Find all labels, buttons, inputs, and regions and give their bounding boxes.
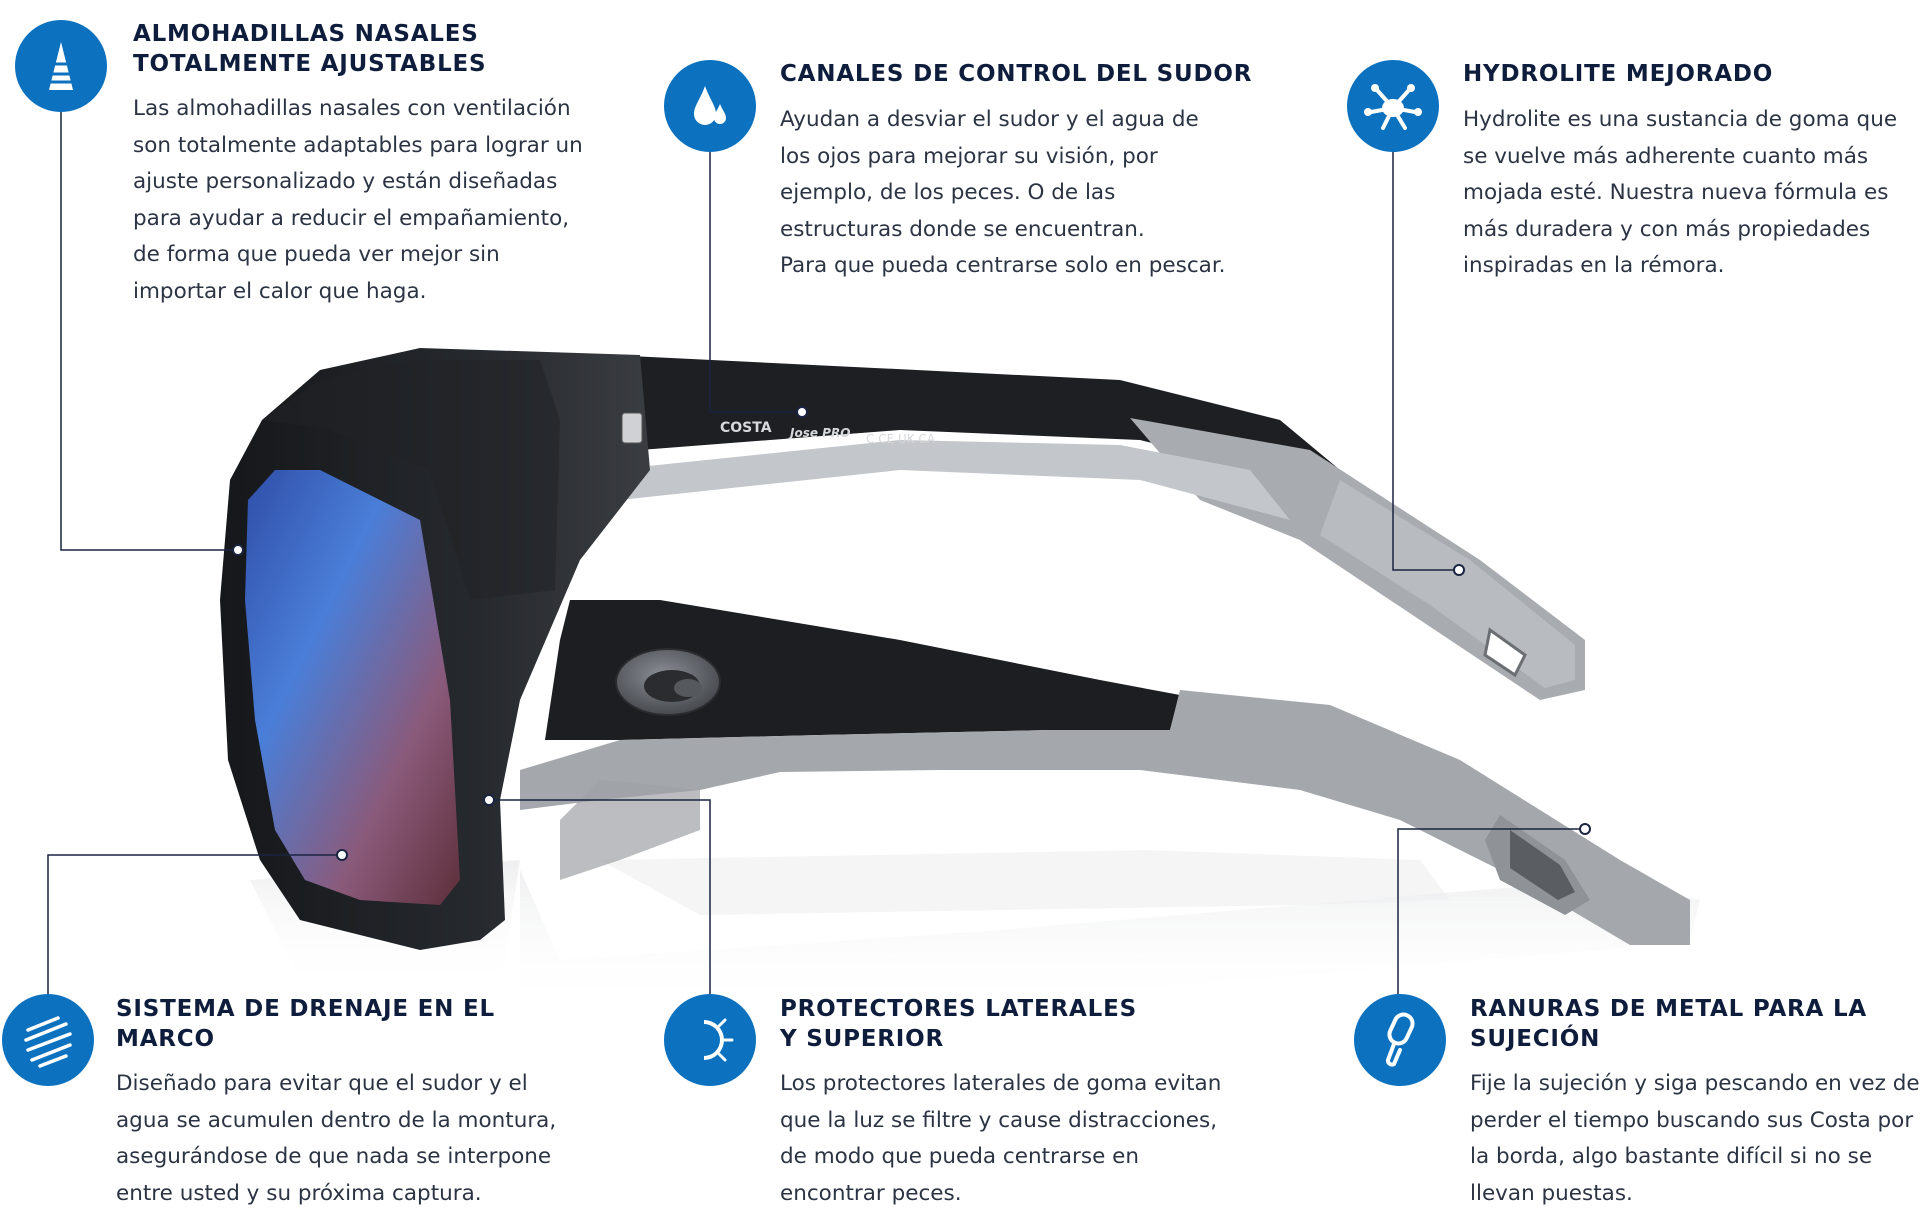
sweat-channels-description: Ayudan a desviar el sudor y el agua de l…	[780, 107, 1226, 278]
hydrolite-title: HYDROLITE MEJORADO	[1463, 61, 1774, 87]
far-temple	[610, 355, 1585, 700]
temple-model-text: Jose PRO	[788, 426, 850, 440]
side-shields-description: Los protectores laterales de goma evitan…	[780, 1071, 1222, 1206]
leash-slots-description: Fije la sujeción y siga pescando en vez …	[1470, 1071, 1920, 1206]
splash-icon	[1347, 60, 1439, 152]
temple-brand-text: COSTA	[720, 420, 772, 436]
callout-dots	[232, 406, 1591, 861]
drainage-description: Diseñado para evitar que el sudor y el a…	[116, 1071, 557, 1206]
leash-slots-title: RANURAS DE METAL PARA LA SUJECIÓN	[1470, 996, 1868, 1052]
side-shields-title: PROTECTORES LATERALES Y SUPERIOR	[780, 996, 1137, 1052]
nose-pad-icon	[15, 20, 107, 112]
hydrolite-description: Hydrolite es una sustancia de goma que s…	[1463, 107, 1898, 278]
sun-shield-icon	[664, 994, 756, 1086]
leader-lines	[47, 110, 1585, 1000]
mirror-lens	[245, 470, 460, 905]
drainage-lines-icon	[2, 994, 94, 1086]
nose-pads-title: ALMOHADILLAS NASALES TOTALMENTE AJUSTABL…	[133, 21, 487, 77]
nose-pads-description: Las almohadillas nasales con ventilación…	[133, 96, 583, 304]
drainage-title: SISTEMA DE DRENAJE EN EL MARCO	[116, 996, 495, 1052]
near-temple-gray	[520, 690, 1690, 945]
temple-cert-text: C CE UK CA	[866, 432, 936, 446]
water-drops-icon	[664, 60, 756, 152]
leash-clip-icon	[1354, 994, 1446, 1086]
sweat-channels-title: CANALES DE CONTROL DEL SUDOR	[780, 61, 1253, 87]
